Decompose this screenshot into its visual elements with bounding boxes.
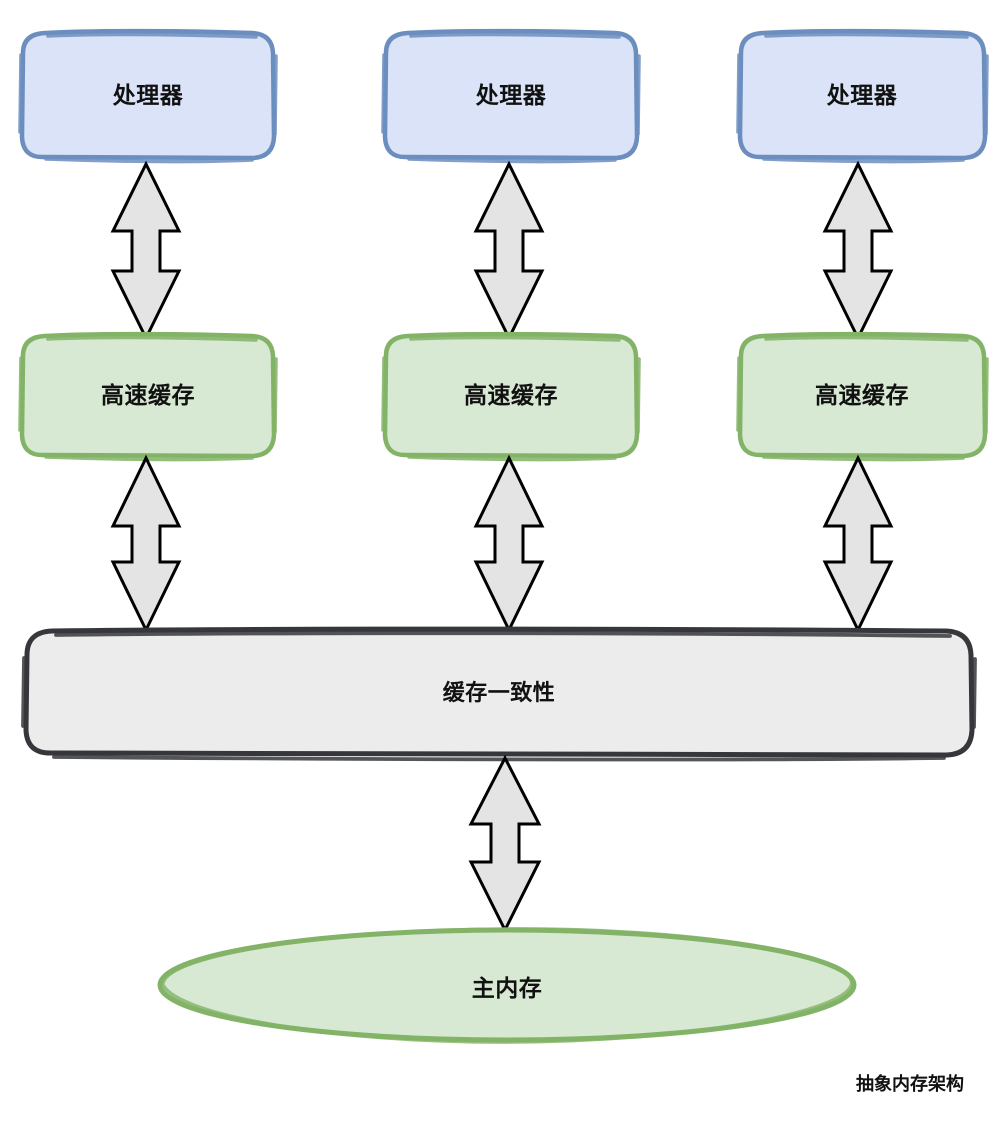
arrow-processor-cache-1 bbox=[110, 160, 182, 342]
memory-ellipse-fill bbox=[160, 930, 854, 1040]
memory-node[interactable]: 主内存 bbox=[157, 927, 857, 1044]
coherence-box-outline bbox=[23, 626, 975, 758]
memory-label: 主内存 bbox=[472, 975, 543, 1001]
memory-ellipse-outline-2 bbox=[160, 927, 854, 1044]
arrow-processor-cache-2 bbox=[473, 160, 545, 342]
cache-box-2-outline bbox=[382, 331, 640, 459]
cache-label-3: 高速缓存 bbox=[815, 382, 909, 408]
cache-box-1-outline bbox=[19, 331, 277, 459]
cache-box-3-outline bbox=[737, 331, 988, 459]
cache-label-1: 高速缓存 bbox=[101, 382, 195, 408]
arrow-coherence-memory bbox=[468, 754, 542, 934]
processor-node-2[interactable]: 处理器 bbox=[381, 28, 641, 164]
cache-box-2-outline-2 bbox=[381, 335, 641, 462]
processor-label-3: 处理器 bbox=[826, 82, 898, 108]
cache-box-3-fill bbox=[740, 335, 985, 456]
cache-label-2: 高速缓存 bbox=[464, 382, 558, 408]
cache-box-1-fill bbox=[22, 335, 274, 456]
processor-box-1-outline bbox=[19, 28, 277, 161]
cache-box-1-outline-2 bbox=[18, 335, 278, 462]
processor-node-3[interactable]: 处理器 bbox=[736, 28, 989, 164]
cache-box-3-outline-2 bbox=[736, 335, 989, 462]
processor-node-1[interactable]: 处理器 bbox=[18, 28, 278, 164]
arrow-cache-coherence-3 bbox=[822, 454, 894, 634]
cache-node-3[interactable]: 高速缓存 bbox=[736, 331, 989, 462]
arrow-cache-coherence-2 bbox=[473, 454, 545, 634]
arrow-processor-cache-3 bbox=[822, 160, 894, 342]
processor-label-2: 处理器 bbox=[475, 82, 547, 108]
cache-node-1[interactable]: 高速缓存 bbox=[18, 331, 278, 462]
cache-node-2[interactable]: 高速缓存 bbox=[381, 331, 641, 462]
diagram-caption: 抽象内存架构 bbox=[856, 1073, 964, 1094]
processor-box-2-outline-2 bbox=[381, 32, 641, 164]
processor-box-1-outline-2 bbox=[18, 32, 278, 164]
processor-box-2-fill bbox=[385, 32, 637, 158]
processor-box-3-outline-2 bbox=[736, 32, 989, 164]
coherence-box-fill bbox=[26, 630, 972, 755]
coherence-label: 缓存一致性 bbox=[443, 680, 556, 705]
processor-box-3-fill bbox=[740, 32, 985, 158]
coherence-box-outline-2 bbox=[21, 631, 977, 762]
cache-box-2-fill bbox=[385, 335, 637, 456]
processor-box-1-fill bbox=[22, 32, 274, 158]
processor-box-3-outline bbox=[737, 28, 988, 161]
processor-label-1: 处理器 bbox=[112, 82, 184, 108]
coherence-node[interactable]: 缓存一致性 bbox=[21, 626, 977, 762]
processor-box-2-outline bbox=[382, 28, 640, 161]
arrow-cache-coherence-1 bbox=[110, 454, 182, 634]
